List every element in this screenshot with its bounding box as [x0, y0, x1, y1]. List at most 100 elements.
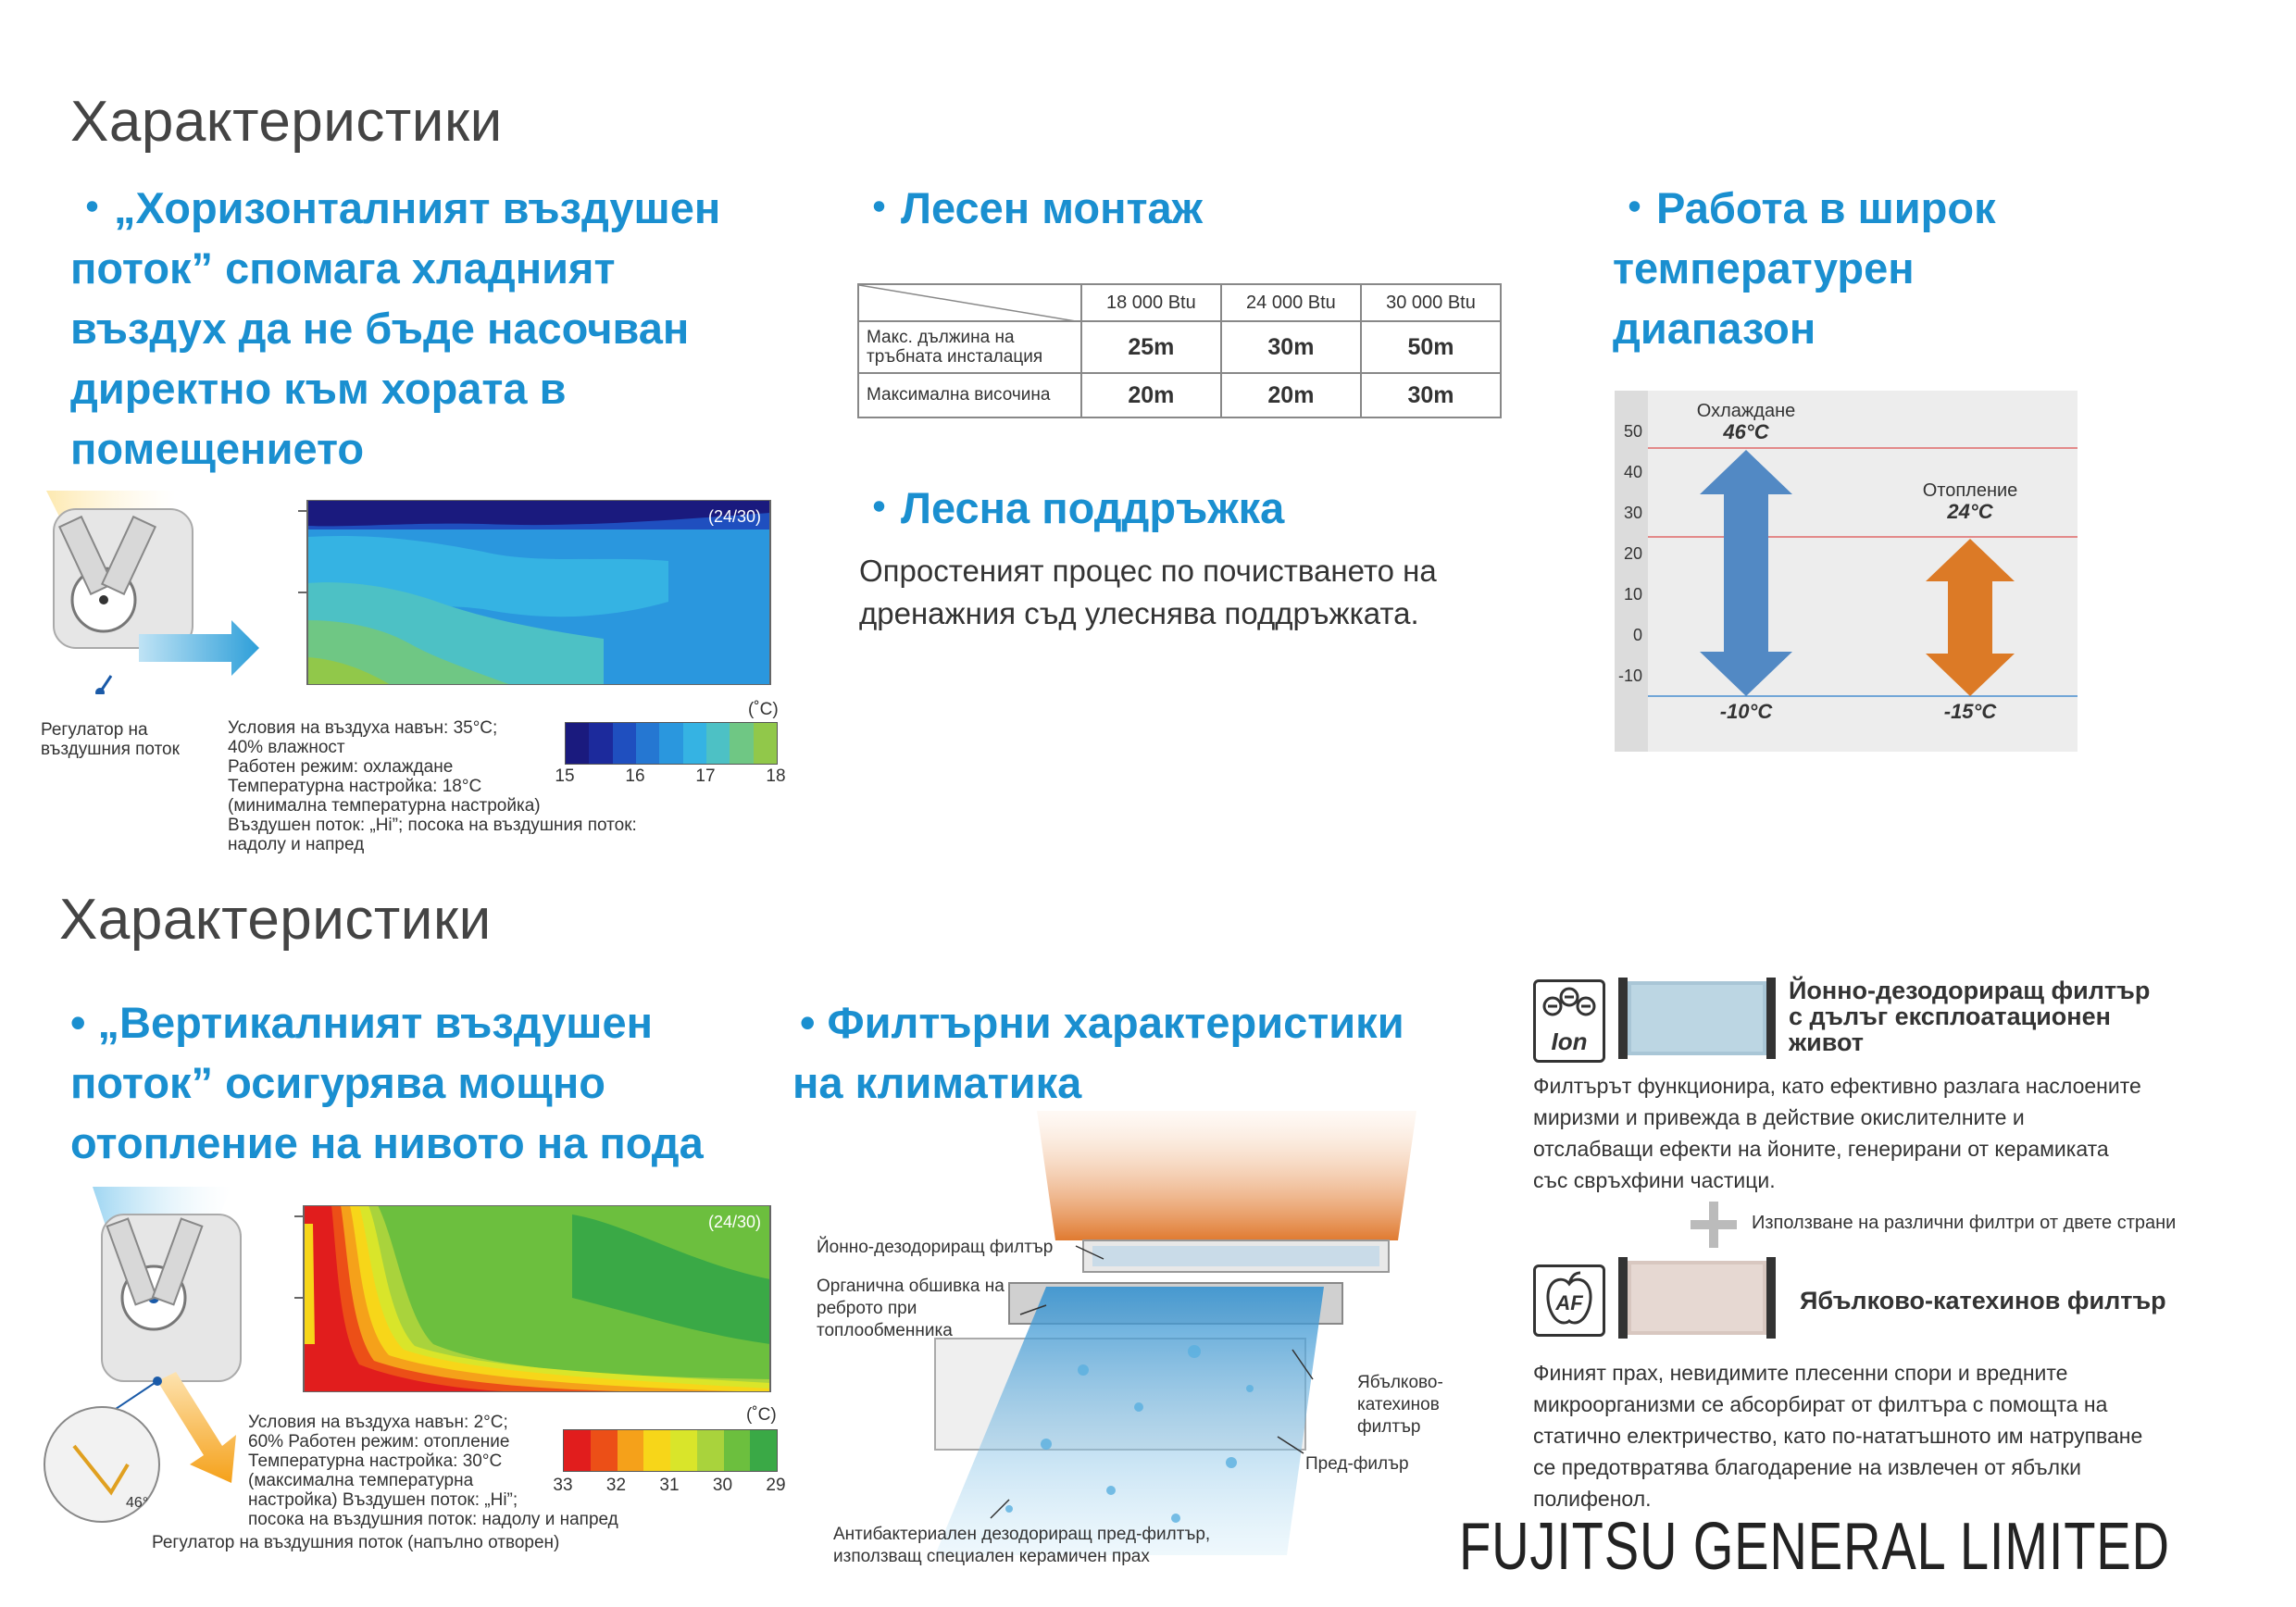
label-ion-filter: Йонно-дезодориращ филтър — [817, 1238, 1054, 1257]
ion-filter-image — [1618, 978, 1776, 1059]
label-line: Органична обшивка на — [817, 1277, 1004, 1296]
spec-corner-cell — [857, 283, 1082, 322]
conditions-line: Работен режим: охлаждане — [228, 757, 454, 777]
ion-badge-text: Ion — [1551, 1028, 1588, 1055]
horizontal-scale-swatch — [659, 723, 683, 764]
temperature-range-chart: 50 40 30 20 10 0 -10 Охлаждане 46°C -10°… — [1615, 391, 2078, 752]
desc-line: Филтърът функционира, като ефективно раз… — [1533, 1074, 2141, 1098]
horizontal-scale-tick: 16 — [625, 766, 645, 786]
vertical-scale-swatch — [617, 1430, 644, 1471]
horizontal-scale-swatch — [682, 723, 706, 764]
cooling-min: -10°C — [1720, 700, 1774, 723]
conditions-line: настройка) Въздушен поток: „Hi”; — [248, 1490, 518, 1510]
diagonal-divider — [859, 285, 1081, 322]
heading-line: температурен — [1613, 243, 1915, 293]
horizontal-room-temperature-map: (24/30) — [298, 500, 771, 685]
heading-line: помещението — [70, 424, 365, 473]
heading-line: на климатика — [792, 1058, 1082, 1107]
axis-tick: 10 — [1624, 585, 1642, 604]
horizontal-scale-swatch — [635, 723, 660, 764]
section-title-bottom: Характеристики — [59, 888, 492, 952]
brand-logo-text: FUJITSU GENERAL LIMITED — [1459, 1510, 2170, 1584]
vertical-room-code: (24/30) — [708, 1213, 761, 1231]
axis-tick: 0 — [1633, 626, 1642, 644]
label-line: въздушния поток — [41, 740, 180, 759]
desc-line: Финият прах, невидимите плесенни спори и… — [1533, 1361, 2068, 1385]
title-line: Йонно-дезодориращ филтър — [1789, 977, 2151, 1004]
heating-max: 24°C — [1946, 500, 1993, 523]
combo-note: Използване на различни филтри от двете с… — [1752, 1213, 2177, 1233]
conditions-line: Температурна настройка: 18°C — [228, 777, 482, 796]
label-organic-coating: Органична обшивка на реброто при топлооб… — [817, 1276, 1004, 1342]
spec-cell: 20m — [1079, 372, 1222, 418]
conditions-line: (максимална температурна — [248, 1471, 474, 1490]
section-title-top: Характеристики — [70, 90, 503, 154]
ion-badge: Ion — [1533, 979, 1605, 1063]
vertical-scale-swatch — [750, 1430, 777, 1471]
spec-row-label: Макс. дължина на тръбната инсталация — [857, 320, 1082, 374]
heading-line: ・„Хоризонталният въздушен — [70, 183, 721, 232]
label-line: Антибактериален дезодориращ пред-филтър, — [833, 1525, 1211, 1544]
apple-filter-image — [1618, 1257, 1776, 1339]
vertical-scale-swatch — [670, 1430, 697, 1471]
title-line: живот — [1789, 1028, 1865, 1056]
vertical-scale-swatch — [723, 1430, 751, 1471]
vertical-scale-swatch — [590, 1430, 618, 1471]
vertical-conditions: Условия на въздуха навън: 2°C; 60% Работ… — [248, 1413, 618, 1529]
spec-col-header: 24 000 Btu — [1219, 283, 1362, 322]
apple-badge-text: AF — [1555, 1291, 1583, 1314]
horizontal-room-code: (24/30) — [708, 507, 761, 526]
vertical-scale-swatch — [564, 1430, 591, 1471]
conditions-line: (минимална температурна настройка) — [228, 796, 541, 816]
conditions-line: 40% влажност — [228, 738, 345, 757]
desc-line: микроорганизми се абсорбират от филтъра … — [1533, 1392, 2108, 1416]
apple-filter-description: Финият прах, невидимите плесенни спори и… — [1533, 1357, 2142, 1514]
label-line: Ябълково- — [1357, 1373, 1443, 1392]
title-line: с дълъг експлоатационен — [1789, 1003, 2111, 1030]
vertical-scale-unit: (˚C) — [746, 1405, 777, 1425]
heading-line: диапазон — [1613, 304, 1816, 353]
maintenance-line: Опростеният процес по почистването на — [859, 554, 1437, 588]
spec-col-header: 18 000 Btu — [1079, 283, 1222, 322]
axis-tick: 30 — [1624, 504, 1642, 522]
spec-cell: 25m — [1079, 320, 1222, 374]
install-spec-table: 18 000 Btu 24 000 Btu 30 000 Btu Макс. д… — [857, 283, 1503, 418]
vertical-scale-tick: 32 — [605, 1476, 627, 1495]
heating-range-arrow — [1926, 539, 2015, 696]
label-line: използващ специален керамичен прах — [833, 1547, 1150, 1566]
desc-line: отслабващи ефекти на йоните, генерирани … — [1533, 1137, 2109, 1161]
horizontal-scale-swatch — [589, 723, 613, 764]
conditions-line: Условия на въздуха навън: 2°C; — [248, 1413, 508, 1432]
spec-col-header: 30 000 Btu — [1359, 283, 1503, 322]
row-label-line: Макс. дължина на — [867, 328, 1015, 347]
horizontal-scale-swatch — [566, 723, 590, 764]
vertical-scale-swatch — [643, 1430, 670, 1471]
horizontal-scale-tick: 17 — [695, 766, 716, 786]
vertical-regulator-caption: Регулатор на въздушния поток (напълно от… — [152, 1533, 560, 1552]
spec-cell: 20m — [1219, 372, 1362, 418]
desc-line: полифенол. — [1533, 1487, 1652, 1511]
horizontal-scale-tick: 15 — [555, 766, 575, 786]
conditions-line: Температурна настройка: 30°C — [248, 1451, 503, 1471]
spec-cell: 30m — [1359, 372, 1503, 418]
conditions-line: 60% Работен режим: отопление — [248, 1432, 510, 1451]
heading-line: • „Вертикалният въздушен — [70, 998, 653, 1047]
heading-line: директно към хората в — [70, 364, 567, 413]
horizontal-regulator-label: Регулатор на въздушния поток — [41, 720, 180, 759]
filter-features-heading: • Филтърни характеристики на климатика — [792, 992, 1404, 1113]
horizontal-airflow-heading: ・„Хоризонталният въздушен поток” спомага… — [70, 178, 720, 479]
desc-line: статично електричество, като по-нататъшн… — [1533, 1424, 2143, 1448]
install-heading: ・Лесен монтаж — [857, 183, 1203, 232]
row-label-line: тръбната инсталация — [867, 347, 1043, 367]
apple-icon — [1546, 1271, 1592, 1325]
heating-min: -15°C — [1944, 700, 1998, 723]
vertical-scale-tick: 31 — [659, 1476, 680, 1495]
vertical-airflow-heading: • „Вертикалният въздушен поток” осигуряв… — [70, 992, 704, 1173]
heading-line: ・Работа в широк — [1613, 183, 1996, 232]
angle-label: 46° — [126, 1495, 148, 1511]
conditions-line: Въздушен поток: „Hi”; посока на въздушни… — [228, 816, 637, 835]
cooling-range-arrow — [1700, 450, 1792, 696]
label-line: филтър — [1357, 1417, 1421, 1437]
maintenance-heading: ・Лесна поддръжка — [857, 483, 1285, 532]
